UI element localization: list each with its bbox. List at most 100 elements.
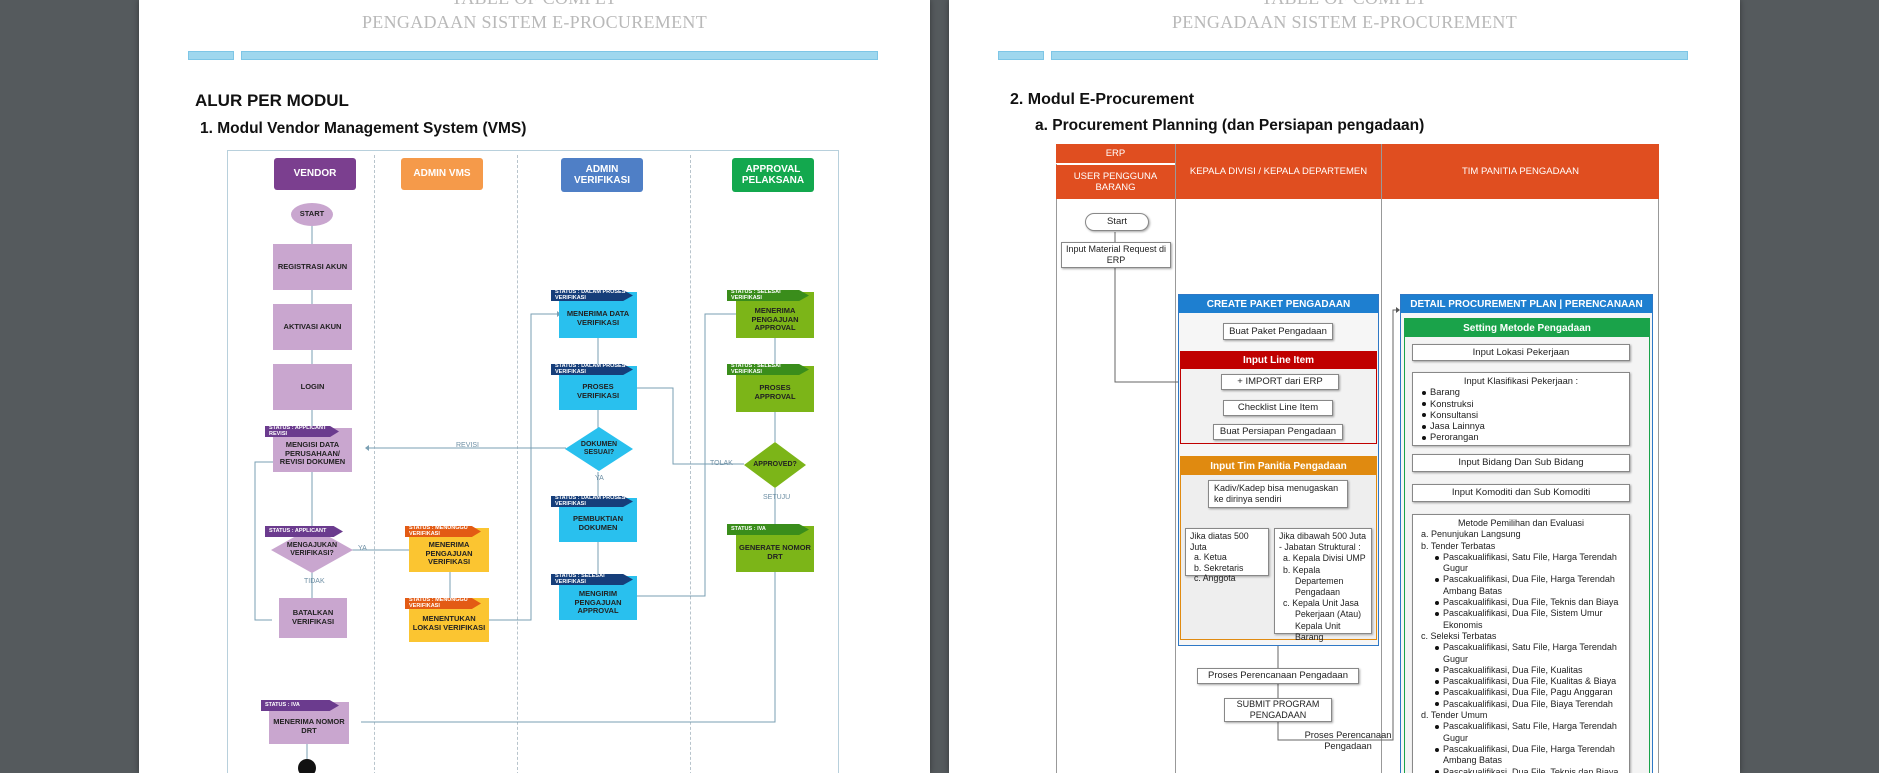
list-line: - Jabatan Struktural : xyxy=(1279,542,1361,553)
section-subheading: 1. Modul Vendor Management System (VMS) xyxy=(200,120,527,137)
vms-connectors xyxy=(254,226,776,773)
col-tim: TIM PANITIA PENGADAAN xyxy=(1382,144,1659,199)
node-start: START xyxy=(291,203,333,226)
panel-title: CREATE PAKET PENGADAAN xyxy=(1179,295,1378,313)
metode-label: Pascakualifikasi, Dua File, Sistem Umur xyxy=(1443,608,1603,619)
metode-label: Pascakualifikasi, Dua File, Kualitas xyxy=(1443,664,1583,675)
metode-label: c. Seleksi Terbatas xyxy=(1421,630,1497,641)
edge-label-revisi: REVISI xyxy=(456,442,479,449)
list-line: Pengadaan xyxy=(1295,587,1341,598)
metode-item: Pascakualifikasi, Dua File, Teknis dan B… xyxy=(1419,597,1623,608)
klasifikasi-label: Perorangan xyxy=(1430,432,1479,443)
list-metode: Metode Pemilihan dan Evaluasi a. Penunju… xyxy=(1412,514,1630,773)
col-kadiv: KEPALA DIVISI / KEPALA DEPARTEMEN xyxy=(1176,144,1381,199)
end-node-icon xyxy=(298,759,316,773)
node-login: LOGIN xyxy=(273,364,352,410)
lane-admin-vms: ADMIN VMS xyxy=(401,158,483,190)
metode-item: Pascakualifikasi, Dua File, Sistem Umur xyxy=(1419,608,1623,619)
status-tag: STATUS : MENUNGGU VERIFIKASI xyxy=(405,526,481,537)
metode-item: Gugur xyxy=(1419,563,1623,574)
status-tag: STATUS : SELESAI VERIFIKASI xyxy=(551,574,633,585)
list-line: b. Kepala xyxy=(1283,564,1321,575)
metode-label: Ekonomis xyxy=(1443,619,1483,630)
document-page-left: TABLE OF COMPLY PENGADAAN SISTEM E-PROCU… xyxy=(139,0,930,773)
status-tag: STATUS : DALAM PROSES VERIFIKASI xyxy=(551,496,633,507)
node-input-material-request: Input Material Request di ERP xyxy=(1061,242,1171,268)
metode-item: Ambang Batas xyxy=(1419,755,1623,766)
document-page-right: TABLE OF COMPLY PENGADAAN SISTEM E-PROCU… xyxy=(949,0,1740,773)
status-tag: STATUS : MENUNGGU VERIFIKASI xyxy=(405,598,481,609)
metode-label: b. Tender Terbatas xyxy=(1421,540,1496,551)
column-divider xyxy=(1381,144,1382,773)
bullet-icon xyxy=(1435,702,1439,707)
bullet-icon xyxy=(1435,555,1439,560)
klasifikasi-label: Konsultansi xyxy=(1430,409,1479,420)
metode-item: Ekonomis xyxy=(1419,620,1623,631)
bullet-icon xyxy=(1435,578,1439,583)
section-heading: ALUR PER MODUL xyxy=(195,91,349,110)
bullet-icon xyxy=(1435,691,1439,696)
submit-program-button[interactable]: SUBMIT PROGRAM PENGADAAN xyxy=(1224,698,1332,722)
note-kadiv: Kadiv/Kadep bisa menugaskan ke dirinya s… xyxy=(1208,480,1348,508)
metode-item: Gugur xyxy=(1419,654,1623,665)
node-input-bidang: Input Bidang Dan Sub Bidang xyxy=(1412,454,1630,472)
edge-label-proses-perencanaan: Proses Perencanaan Pengadaan xyxy=(1304,730,1392,751)
section-heading: 2. Modul E-Procurement xyxy=(1010,91,1195,108)
import-erp-button[interactable]: + IMPORT dari ERP xyxy=(1221,374,1339,390)
metode-item: Pascakualifikasi, Satu File, Harga Teren… xyxy=(1419,721,1623,732)
metode-label: Pascakualifikasi, Dua File, Teknis dan B… xyxy=(1443,597,1619,608)
list-line: Pekerjaan (Atau) xyxy=(1295,609,1362,620)
klasifikasi-item: Perorangan xyxy=(1418,432,1624,443)
list-line: Departemen xyxy=(1295,575,1344,586)
metode-label: Ambang Batas xyxy=(1443,585,1503,596)
status-tag: STATUS : APPLICANT xyxy=(265,526,343,537)
metode-item: a. Penunjukan Langsung xyxy=(1419,529,1623,540)
metode-item: b. Tender Terbatas xyxy=(1419,541,1623,552)
bullet-icon xyxy=(1435,747,1439,752)
bullet-icon xyxy=(1422,413,1426,418)
header-bar-long xyxy=(1051,51,1688,60)
node-aktivasi-akun: AKTIVASI AKUN xyxy=(273,304,352,350)
bullet-icon xyxy=(1422,390,1426,395)
metode-item: Gugur xyxy=(1419,733,1623,744)
node-checklist-line-item: Checklist Line Item xyxy=(1223,400,1333,416)
list-title: Metode Pemilihan dan Evaluasi xyxy=(1457,518,1585,528)
list-diatas-500: Jika diatas 500 Juta a. Ketua b. Sekreta… xyxy=(1185,528,1269,583)
metode-item: Ambang Batas xyxy=(1419,586,1623,597)
bullet-icon xyxy=(1435,612,1439,616)
edge-label-tolak: TOLAK xyxy=(710,460,733,467)
node-registrasi-akun: REGISTRASI AKUN xyxy=(273,244,352,290)
bullet-icon xyxy=(1422,424,1426,429)
list-line: Jika diatas 500 Juta xyxy=(1190,531,1249,552)
metode-label: a. Penunjukan Langsung xyxy=(1421,529,1521,540)
status-tag: STATUS : APPLICANT REVISI xyxy=(265,426,339,437)
lane-approval-pelaksana: APPROVAL PELAKSANA xyxy=(732,158,814,192)
list-line: Jika dibawah 500 Juta xyxy=(1279,531,1367,541)
metode-label: Gugur xyxy=(1443,563,1469,574)
metode-item: d. Tender Umum xyxy=(1419,710,1623,721)
node-buat-paket: Buat Paket Pengadaan xyxy=(1223,323,1333,340)
metode-label: Pascakualifikasi, Dua File, Harga Terend… xyxy=(1443,574,1615,585)
metode-label: Pascakualifikasi, Dua File, Teknis dan B… xyxy=(1443,766,1619,773)
metode-item: Pascakualifikasi, Dua File, Harga Terend… xyxy=(1419,574,1623,585)
klasifikasi-label: Konstruksi xyxy=(1430,398,1474,409)
metode-label: Pascakualifikasi, Satu File, Harga Teren… xyxy=(1443,642,1617,653)
metode-item: Pascakualifikasi, Dua File, Kualitas xyxy=(1419,665,1623,676)
metode-label: Ambang Batas xyxy=(1443,755,1503,766)
list-line: a. Kepala Divisi UMP xyxy=(1283,553,1366,564)
column-divider xyxy=(1175,144,1176,773)
metode-label: Pascakualifikasi, Dua File, Biaya Terend… xyxy=(1443,698,1613,709)
edge-label-ya: YA xyxy=(595,475,604,482)
page-header-line2: PENGADAAN SISTEM E-PROCUREMENT xyxy=(361,12,707,32)
page-header-line1: TABLE OF COMPLY xyxy=(949,0,1740,9)
bullet-icon xyxy=(1422,436,1426,441)
list-line: b. Sekretaris xyxy=(1194,562,1244,573)
node-buat-persiapan: Buat Persiapan Pengadaan xyxy=(1213,424,1343,440)
metode-item: Pascakualifikasi, Satu File, Harga Teren… xyxy=(1419,552,1623,563)
edge-label-tidak: TIDAK xyxy=(304,578,325,585)
metode-item: c. Seleksi Terbatas xyxy=(1419,631,1623,642)
klasifikasi-label: Jasa Lainnya xyxy=(1430,421,1485,432)
metode-label: Pascakualifikasi, Dua File, Harga Terend… xyxy=(1443,743,1615,754)
klasifikasi-item: Konsultansi xyxy=(1418,410,1624,421)
metode-item: Pascakualifikasi, Dua File, Harga Terend… xyxy=(1419,744,1623,755)
